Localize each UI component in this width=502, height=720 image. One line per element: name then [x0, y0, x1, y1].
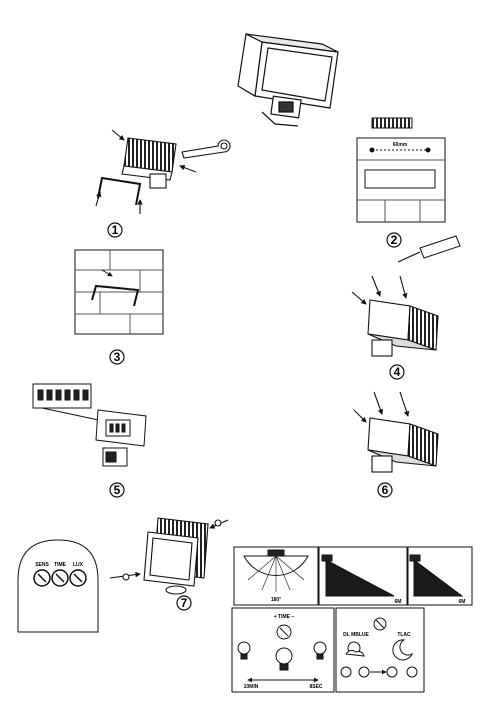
time-max-label: 8SEC [309, 684, 322, 690]
step-3-illustration [74, 249, 164, 335]
time-setting-panel [231, 607, 335, 693]
step-3-marker: 3 [109, 349, 125, 365]
mount-dimension-label: 60mm [393, 142, 408, 148]
step-5-illustration [32, 383, 147, 467]
time-min-label: 10MIN [244, 684, 259, 690]
sens-label: SENS [35, 562, 49, 568]
step-1-marker: 1 [107, 222, 123, 238]
floodlight-assembled [237, 33, 339, 127]
time-label: TIME [54, 562, 67, 568]
lux-knob [69, 569, 87, 587]
step-5-number: 5 [114, 483, 121, 497]
step-5-marker: 5 [109, 482, 125, 498]
bulb-icon [313, 641, 327, 660]
step-1-number: 1 [112, 223, 119, 237]
coverage-distance-a: 6M [395, 599, 402, 605]
lux-day-label: DL MBLUE [343, 632, 369, 638]
step-4-marker: 4 [389, 364, 405, 380]
step-7-illustration [109, 517, 229, 595]
step-2-illustration [356, 117, 461, 263]
step-4-illustration [351, 275, 439, 357]
time-panel-heading: + TIME − [274, 614, 295, 620]
lux-night-label: TLAC [397, 632, 411, 638]
bulb-icon [275, 647, 293, 671]
sun-cloud-icon [345, 641, 365, 657]
sensor-control-panel: SENS TIME LUX [17, 539, 99, 633]
step-6-number: 6 [382, 483, 389, 497]
step-7-number: 7 [181, 596, 188, 610]
step-2-number: 2 [391, 233, 398, 247]
step-7-marker: 7 [176, 595, 192, 611]
bulb-icon [237, 641, 251, 660]
coverage-angle-label: 180° [271, 597, 281, 603]
bulb-icon [340, 666, 352, 678]
step-6-marker: 6 [377, 482, 393, 498]
moon-icon [392, 639, 414, 661]
step-2-marker: 2 [386, 232, 402, 248]
lux-setting-panel [335, 607, 425, 693]
bulb-icon [386, 666, 398, 678]
sens-knob [33, 569, 51, 587]
step-3-number: 3 [114, 350, 121, 364]
coverage-distance-b: 6M [459, 599, 466, 605]
step-1-illustration [95, 129, 231, 214]
lux-label: LUX [73, 562, 84, 568]
bulb-icon [358, 666, 370, 678]
coverage-panels [233, 546, 473, 606]
time-knob [51, 569, 69, 587]
bulb-icon [406, 666, 418, 678]
step-6-illustration [353, 391, 439, 473]
step-4-number: 4 [394, 365, 401, 379]
